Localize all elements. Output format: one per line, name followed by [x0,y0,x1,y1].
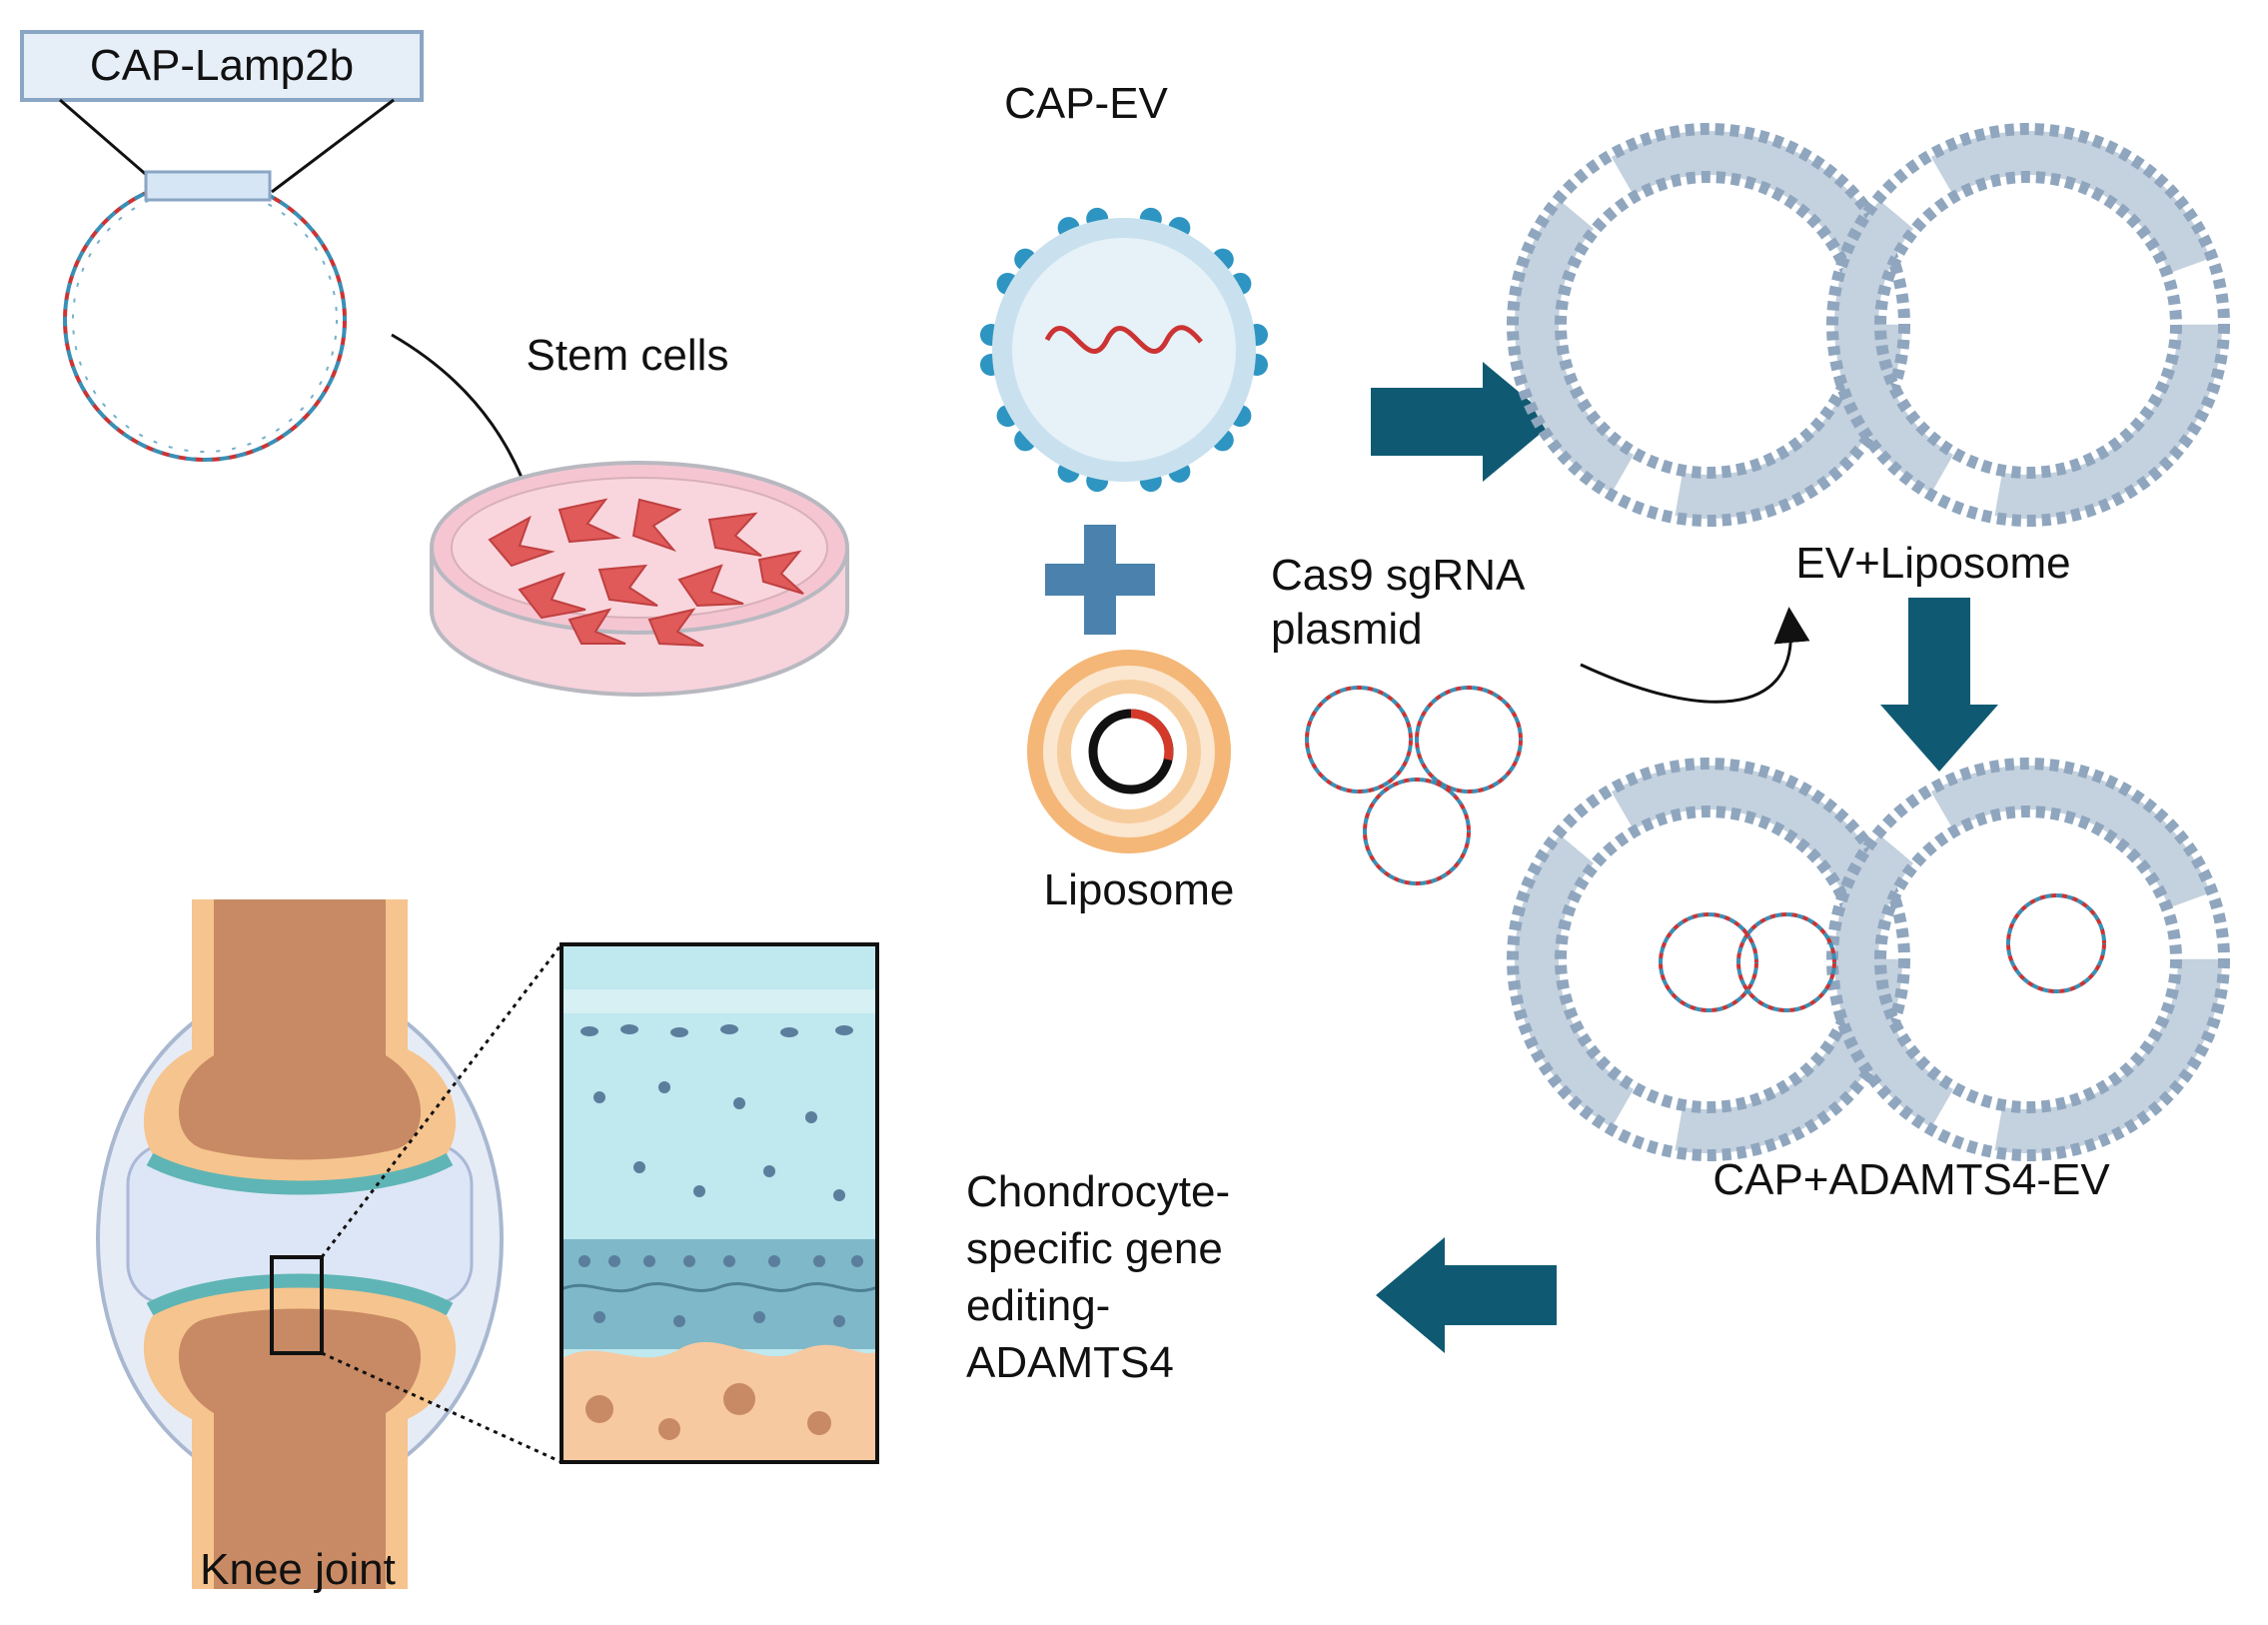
editing-label-line2: specific gene [966,1224,1223,1273]
fused-membrane-icon [1507,123,2230,527]
load-arrow-icon [1580,607,1810,704]
zoom-region-box [270,1255,324,1355]
knee-joint-icon [96,899,504,1589]
extracellular-vesicle-icon [980,207,1268,493]
ev-liposome-label: EV+Liposome [1795,539,2070,588]
arrow-right-icon [1371,362,1555,482]
editing-label-line1: Chondrocyte- [966,1167,1230,1216]
plasmid-trio-icon [1305,686,1523,885]
editing-label-line4: ADAMTS4 [966,1338,1174,1387]
stem-cells-label: Stem cells [527,331,729,380]
knee-joint-label: Knee joint [200,1545,396,1594]
liposome-icon [1027,650,1231,853]
editing-label-line3: editing- [966,1281,1110,1330]
cap-lamp2b-box [20,30,424,102]
plasmid-insert [144,170,272,202]
plasmid-icon [20,30,424,462]
cartilage-section-icon [560,942,879,1464]
arrow-left-icon [1376,1237,1557,1353]
cap-ev-label: CAP-EV [1004,79,1168,128]
cas9-label-line1: Cas9 sgRNA [1271,551,1526,600]
cap-adamts4-ev-label: CAP+ADAMTS4-EV [1712,1155,2110,1204]
cap-lamp2b-label: CAP-Lamp2b [90,41,354,90]
plus-icon [1045,525,1155,635]
loaded-membrane-icon [1507,758,2230,1161]
arrow-down-icon [1880,598,1998,772]
cas9-label-line2: plasmid [1271,605,1423,654]
liposome-label: Liposome [1044,865,1235,914]
petri-dish-icon [430,461,849,697]
